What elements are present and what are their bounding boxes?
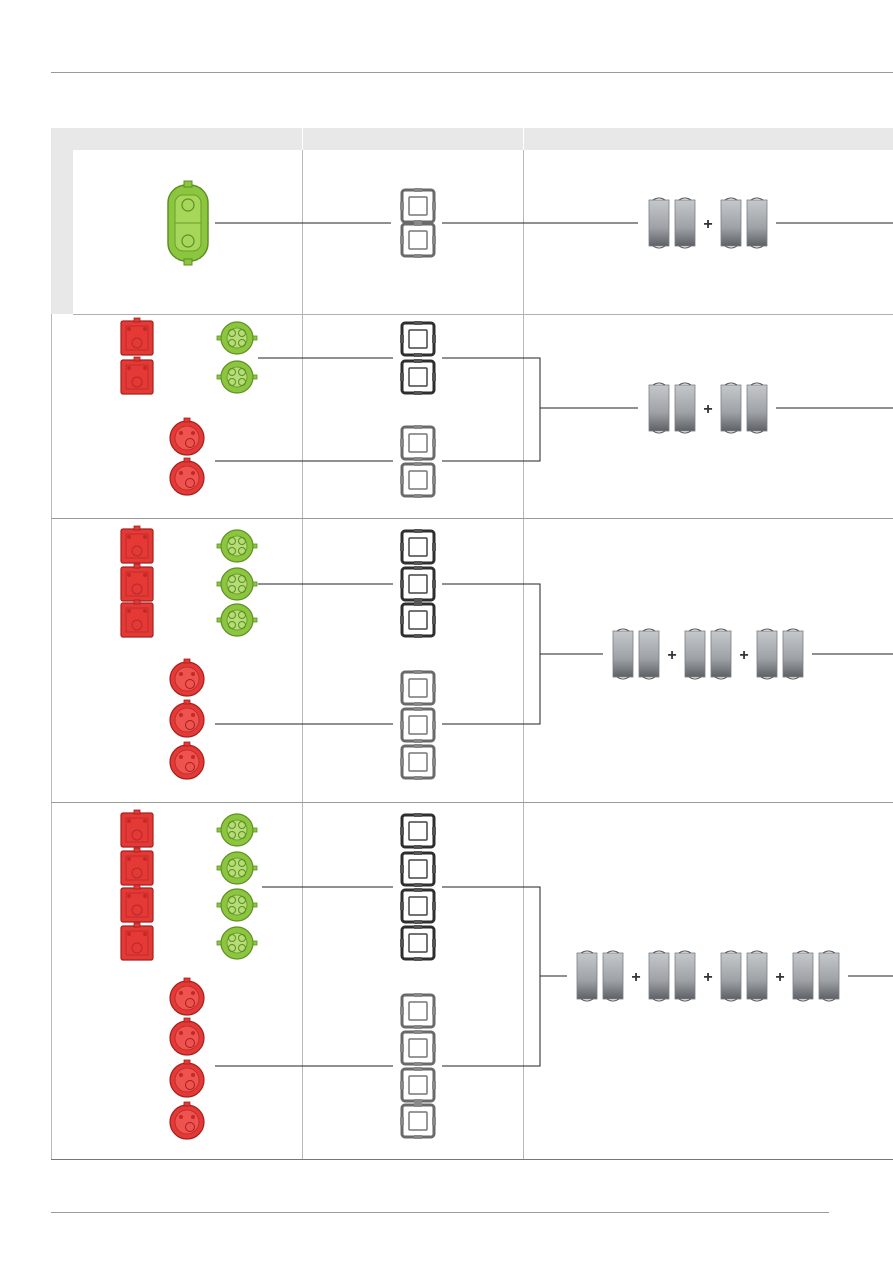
plus-sign: + [703,216,712,233]
row-4-frames [398,811,438,1141]
column-divider-1 [302,150,303,1160]
row-1-boxes [167,180,209,266]
bottom-rule [51,1212,829,1213]
support-frame [398,220,438,260]
table-header-band [51,128,893,150]
plus-sign: + [703,401,712,418]
row-separator-1 [73,314,893,315]
row-separator-2 [51,518,893,519]
row-3-frames [398,527,438,782]
plus-sign: + [631,969,640,986]
row-separator-3 [51,802,893,803]
plus-sign: + [667,647,676,664]
top-rule [51,72,893,73]
table-bottom-border [51,1159,893,1160]
support-frame [398,186,438,226]
row-1-frames [398,186,438,260]
table-left-border [51,314,52,1160]
row-2-frames [398,319,438,500]
header-divider-2 [523,128,524,150]
row-3-boxes [120,525,258,780]
row-2-boxes [120,317,258,496]
header-divider-1 [302,128,303,150]
row-2-connectors [215,357,893,462]
row-3-modules [612,628,804,680]
first-row-side-strip [51,150,73,314]
row-4-connectors [215,886,893,1067]
green-double-box [167,180,209,266]
plus-sign: + [703,969,712,986]
row-4-boxes [120,809,258,1140]
row-3-connectors [215,583,893,725]
column-divider-2 [523,150,524,1160]
plus-sign: + [775,969,784,986]
plus-sign: + [739,647,748,664]
